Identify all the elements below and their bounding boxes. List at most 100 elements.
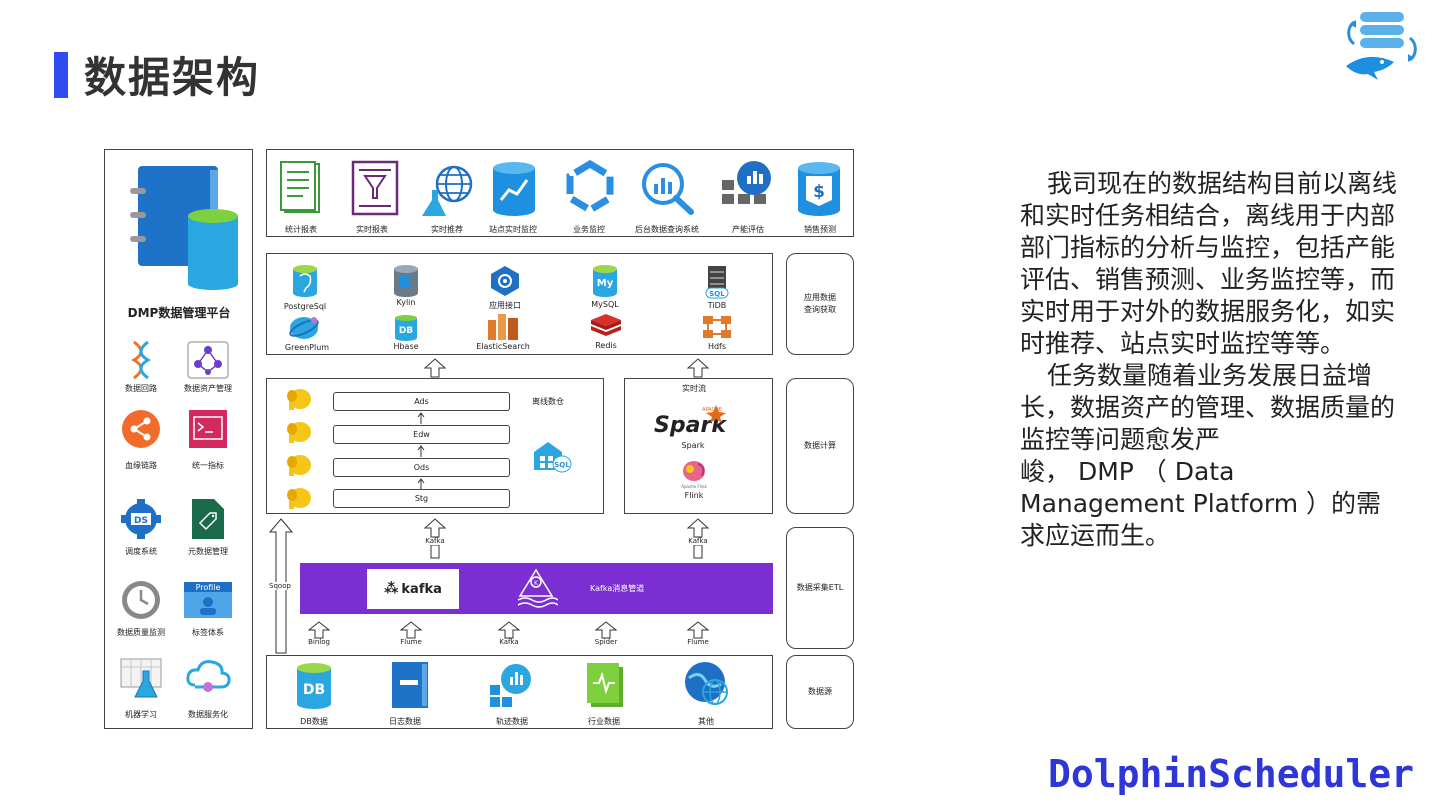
up-arrow-icon [687,621,709,639]
globe-icon [685,662,728,705]
source-label: 日志数据 [389,717,421,726]
ingest-label: Binlog [308,638,330,646]
source-label: 其他 [698,717,714,726]
capacity-chart-icon [722,161,771,204]
up-arrow-icon [687,358,709,378]
platform-item-label: 数据质量监测 [117,628,165,637]
share-network-icon [122,410,160,448]
kafka-logo-text: kafka [401,581,442,597]
kafka-node-icon: ⁂ [384,581,399,597]
realtime-stream-panel [624,378,773,514]
storage-label: PostgreSql [283,302,327,311]
platform-item-label: 数据资产管理 [184,384,232,393]
warehouse-layer-ods: Ods [333,458,510,477]
sql-badge-text: SQL [554,461,570,469]
storage-label: ElasticSearch [476,342,530,351]
hadoop-elephant-icon [287,488,311,509]
flask-icon [120,658,162,698]
flink-logo-caption: Apache Flink [681,484,707,489]
app-label: 业务监控 [573,225,605,234]
hbase-icon: DB [395,315,417,341]
funnel-report-icon [351,160,399,216]
tidb-icon: SQL [705,266,729,299]
dolphin-logo-icon [1346,12,1417,80]
source-label: DB数据 [300,717,328,726]
warehouse-sql-icon: SQL [534,442,572,473]
app-label: 销售预测 [804,225,836,234]
platform-item-label: 调度系统 [125,547,157,556]
profile-icon: Profile [184,582,232,618]
app-label: 产能评估 [732,225,764,234]
app-label: 实时推荐 [431,225,463,234]
kafka-up-label: Kafka [425,537,445,545]
hdfs-icon [703,316,731,338]
description-paragraph-2: 任务数量随着业务发展日益增长，数据资产的管理、数据质量的监控等问题愈发严 [1020,361,1396,454]
warehouse-layer-edw: Edw [333,425,510,444]
kafka-up-label: Kafka [688,537,708,545]
page-title: 数据架构 [84,53,261,102]
up-arrow-icon [308,621,330,639]
elasticsearch-icon [488,314,518,340]
up-arrow-icon [424,518,446,538]
dmp-platform-title: DMP数据管理平台 [127,306,231,320]
postgres-icon [293,265,317,297]
up-arrow-icon [424,358,446,378]
kafka-pipe-label: Kafka消息管道 [590,584,645,593]
layer-label-compute-text: 数据计算 [804,441,836,450]
clock-icon [122,581,160,619]
platform-item-label: 数据回路 [125,384,157,393]
up-arrow-icon [400,621,422,639]
storage-label: MySQL [591,300,619,309]
layer-label-source-text: 数据源 [808,687,832,696]
tag-file-icon [192,499,224,539]
ingest-label: Flume [687,638,709,646]
mysql-icon: My [593,265,617,297]
dollar-db-icon: $ [798,162,840,216]
layer-label-application: 应用数据 查询获取 [786,253,854,355]
ds-badge-text: DS [134,516,148,526]
db-icon: DB [297,663,331,709]
spark-star-icon [706,405,726,423]
db-icon-text: DB [303,682,325,698]
storage-label: Redis [595,341,617,350]
terminal-icon [189,410,227,448]
brand-wordmark: DolphinScheduler [1048,752,1415,796]
storage-row [266,253,773,355]
dmp-book-db-icon [130,166,238,290]
description-text: 我司现在的数据结构目前以离线和实时任务相结合，离线用于内部部门指标的分析与监控，… [1020,168,1404,552]
platform-item-label: 统一指标 [192,461,224,470]
up-arrow-icon [595,621,617,639]
svg-text:My: My [597,278,614,289]
layer-arrows [417,412,425,489]
app-label: 统计报表 [285,225,317,234]
ingest-label: Flume [400,638,422,646]
hexagon-network-icon [566,160,614,214]
svg-text:K: K [534,580,539,587]
up-arrow-icon [687,518,709,538]
hierarchy-icon [187,341,229,379]
source-label: 轨迹数据 [496,717,528,726]
spark-logo-prefix: APACHE [702,407,722,413]
layer-label-compute: 数据计算 [786,378,854,514]
warehouse-layer-stg: Stg [333,489,510,508]
storage-label: Hbase [393,342,419,351]
flink-label: Flink [684,491,704,500]
monitor-db-icon [493,162,535,216]
layer-label-source: 数据源 [786,655,854,729]
hadoop-elephant-icon [287,455,311,476]
app-label: 站点实时监控 [489,225,537,234]
storage-label: GreenPlum [284,343,330,352]
title-accent-bar [54,52,68,98]
api-hex-icon [491,266,519,296]
redis-icon [591,314,621,336]
svg-text:$: $ [813,182,825,202]
log-book-icon [392,662,428,708]
search-chart-icon [642,163,694,215]
sqoop-label: Sqoop [269,582,291,590]
layer-label-etl: 数据采集ETL [786,527,854,649]
svg-text:DB: DB [399,326,413,336]
cloud-service-icon [186,660,231,692]
layer-label-etl-text: 数据采集ETL [796,583,844,592]
kafka-up-stem [430,545,440,559]
dna-icon [130,340,152,380]
